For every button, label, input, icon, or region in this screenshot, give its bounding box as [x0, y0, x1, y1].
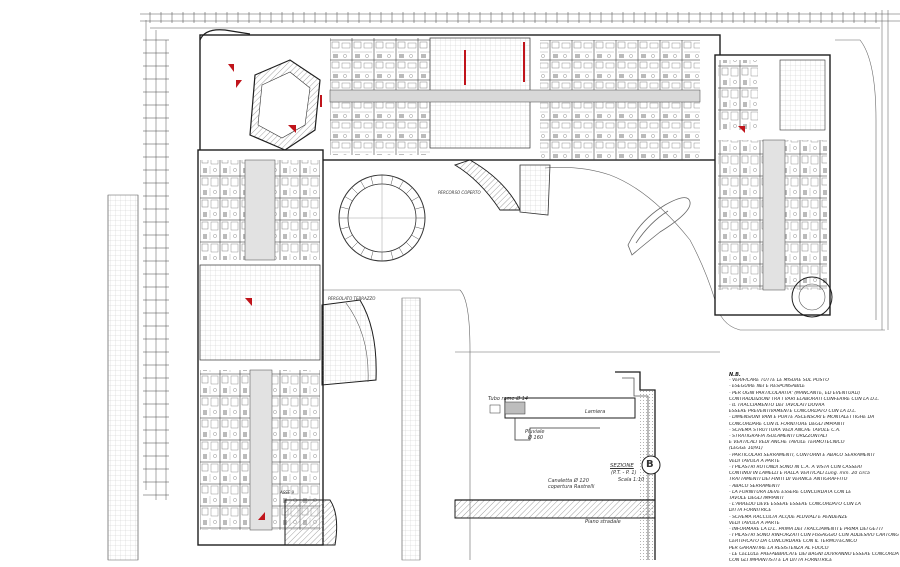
note-line: CONCORDARE CON IL FORNITORE DEGLI IMPIAN… [729, 421, 845, 427]
garden-path [627, 197, 691, 256]
note-line: - PER OGNI PARTICOLARITA' (MANCANTE, ED … [729, 390, 861, 396]
building-left-wing [197, 149, 338, 546]
note-line: - SCHEMA RACCOLTA ACQUE PLUVIALI E PENDE… [729, 514, 848, 520]
note-line: CERTIFICATO DA CONCORDARE CON IL TERMOTE… [729, 539, 858, 545]
note-line: - I PILASTRI ROTONDI SONO IN C.A. A VIST… [729, 465, 862, 471]
note-line: - STRATIGRAFIA ISOLAMENTI ORIZZONTALI [729, 434, 827, 440]
road-strips [107, 194, 421, 561]
note-line: - LA FORNITURA DEVE ESSERE CONCORDATA CO… [729, 489, 852, 495]
note-line: - ABACO SERRAMENTI [729, 483, 780, 489]
note-line: TRATTAMENTI DEI FINITI DI VERNICE ANTIGR… [729, 477, 848, 483]
note-line: - VERIFICARE TUTTE LE MISURE SUL POSTO [729, 378, 829, 384]
note-line: DITTA FORNITRICE [729, 508, 772, 514]
section-letter: B [646, 459, 654, 470]
courtyard-pavilion [338, 174, 426, 262]
note-line: - DIMENSIONI VANI E PORTE ASCENSORI E MO… [729, 415, 875, 421]
notes-lines: - VERIFICARE TUTTE LE MISURE SUL POSTO- … [729, 378, 899, 564]
section-label-pluviale: Pluviale [525, 429, 545, 435]
note-line: VEDI TAVOLA A PARTE [729, 458, 780, 464]
note-line: CON GLI IMPIANTISTI E LA DITTA FORNITRIC… [729, 558, 833, 564]
dimension-lines [140, 10, 900, 500]
section-label-diameter: Ø 160 [528, 435, 544, 441]
note-line: - ESEGUIRE NEI E RESPONSABILE [729, 384, 806, 390]
note-line: - PARTICOLARI SERRAMENTI, CONTORNI E ABA… [729, 452, 875, 458]
fire-door-markers [228, 42, 745, 520]
label-axis: ASSE 9 [280, 490, 295, 495]
covered-walkway [453, 159, 551, 216]
note-line: TAVOLE DEGLI IMPIANTI [729, 496, 784, 502]
note-line: - SCHEMA STRUTTURA VEDI ANCHE TAVOLE C.A… [729, 427, 841, 433]
note-line: (LEGGE 10/91) [729, 446, 763, 452]
general-notes: N.B. - VERIFICARE TUTTE LE MISURE SUL PO… [729, 372, 899, 564]
section-label-canaletta: Canaletta Ø 120 [548, 478, 589, 484]
section-ref: (P.T. - P. 1) [611, 470, 637, 476]
label-pergola: PERGOLATO TERRAZZO [328, 296, 376, 301]
pergola-terrace [321, 299, 377, 386]
note-line: - INFORMARE LA D.L. PRIMA DEI TRACCIAMEN… [729, 527, 883, 533]
section-label-piano: Piano stradale [585, 519, 621, 525]
section-detail [454, 351, 720, 560]
note-line: - LE CELLULE PREFABBRICATE DEI BAGNI DOV… [729, 551, 899, 557]
note-line: - I PILASTRI SONO RINFORZATI CON FISSAGG… [729, 533, 899, 539]
section-label-tubo: Tubo rame Ø 14 [488, 396, 529, 402]
section-scale: Scala 1:10 [618, 477, 645, 483]
note-line: E VERTICALI VEDI ANCHE TAVOLE TERMOTECNI… [729, 440, 845, 446]
notes-heading: N.B. [729, 372, 741, 378]
section-label-copertura: copertura Rastrelli [548, 484, 595, 490]
note-line: CONTRADDIZIONI TRA I VARI ELABORATI CONF… [729, 396, 880, 402]
note-line: VEDI TAVOLA A PARTE [729, 520, 780, 526]
building-right-block [714, 54, 833, 318]
note-line: ESSERE PREVENTIVAMENTE CONCORDATO CON LA… [729, 409, 857, 415]
section-title: SEZIONE [610, 463, 634, 469]
site-boundary [300, 39, 885, 560]
note-line: CONTINUI IN LAMELLI E RALLA VERTICALI Lu… [729, 471, 870, 477]
note-line: - L'ARREDO DEVE ESSERE ESSERE CONCORDATO… [729, 502, 861, 508]
note-line: PER GARANTIRE LA RESISTENZA AL FUOCO [729, 545, 829, 551]
note-line: - IL TRACCIAMENTO DEI TAVOLATI DOVRA [729, 403, 825, 409]
section-label-lamiera: Lamiera [585, 409, 606, 415]
stair-hall [199, 29, 321, 151]
label-covered-walkway: PERCORSO COPERTO [438, 190, 481, 195]
dimension-ticks [143, 12, 877, 496]
